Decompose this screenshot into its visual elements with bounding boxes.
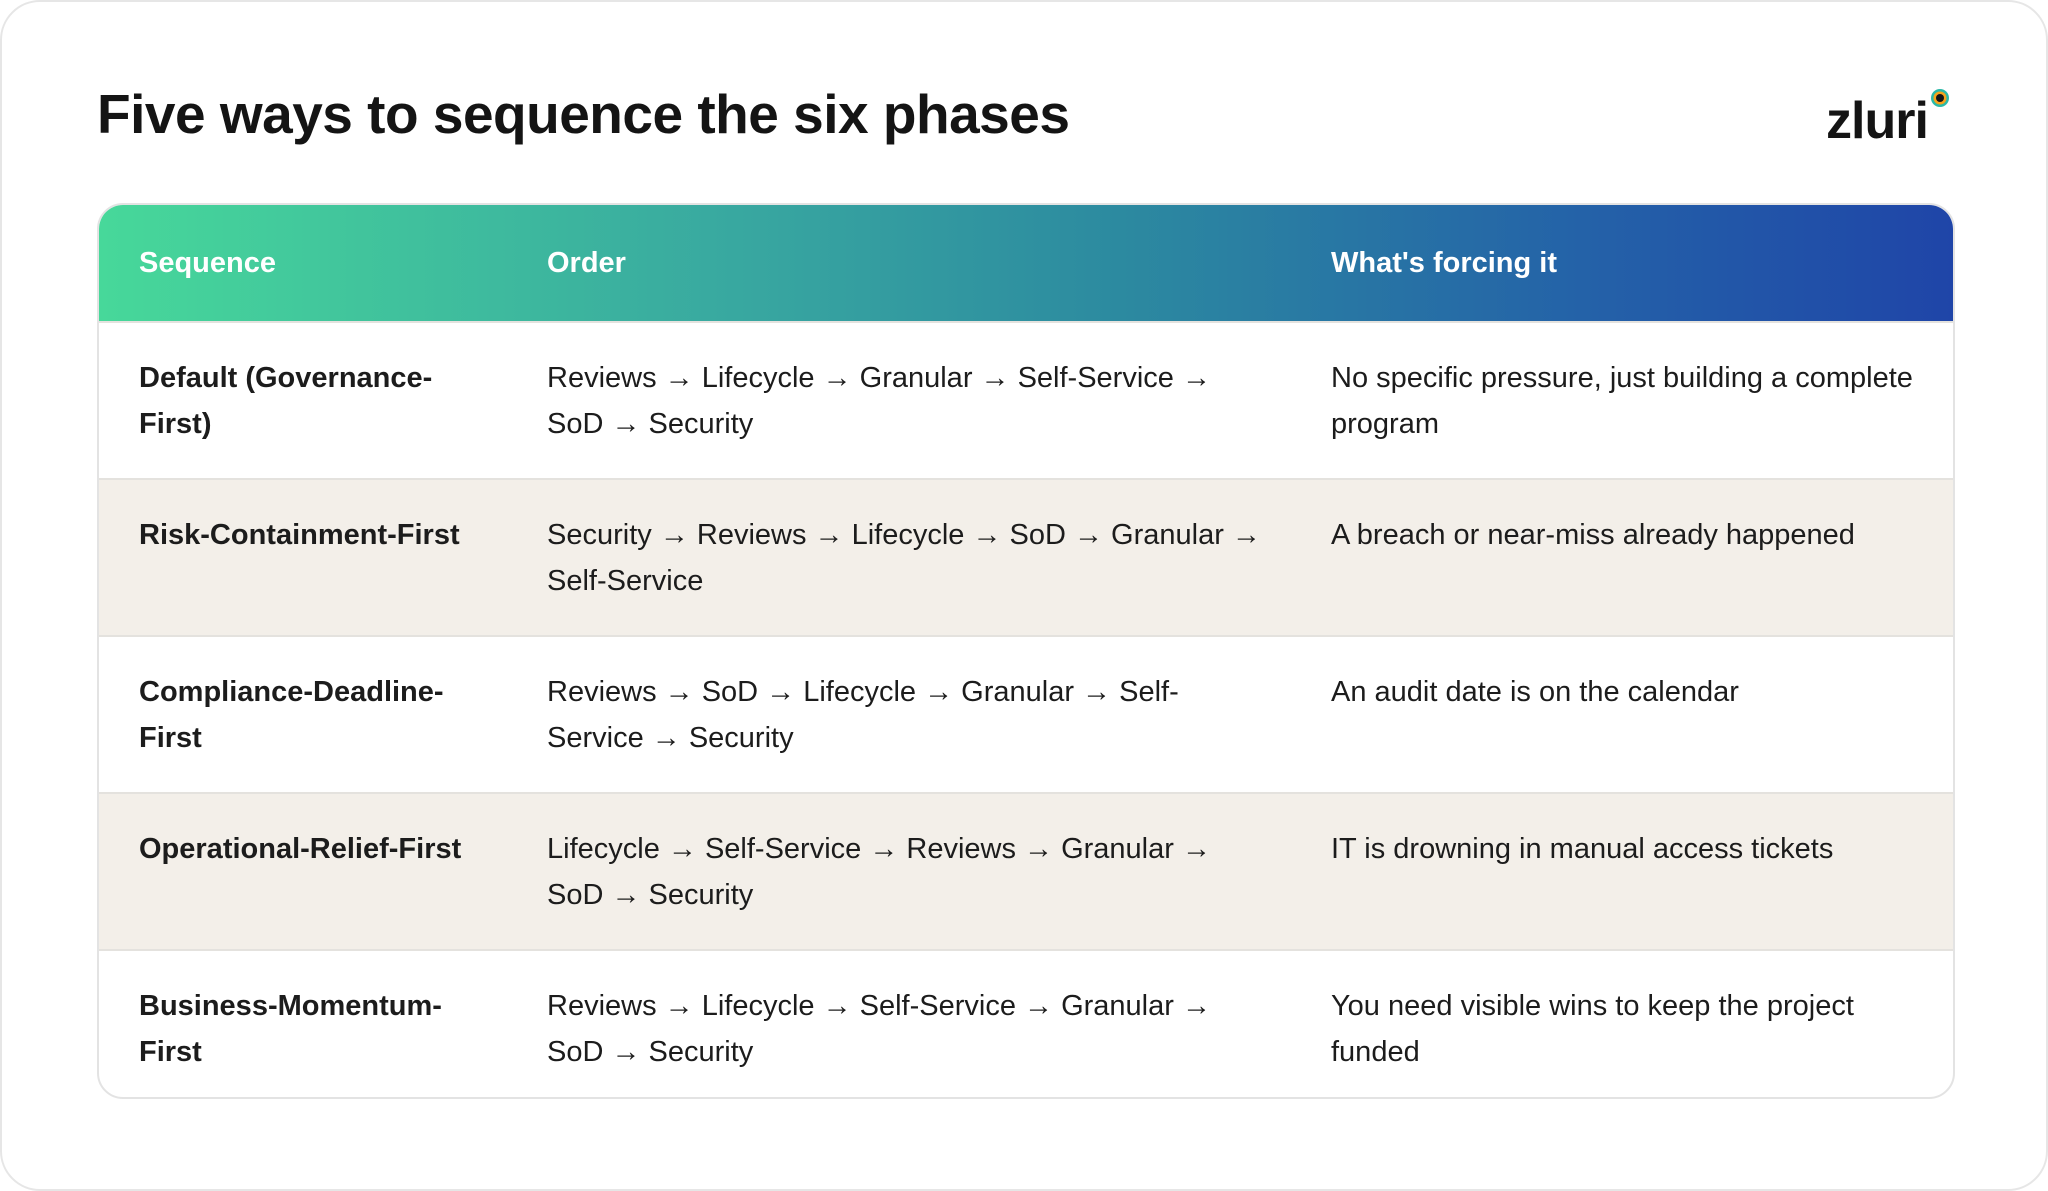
sequence-name: Business-Momentum-First	[139, 990, 442, 1068]
sequence-order: Lifecycle → Self-Service → Reviews → Gra…	[547, 833, 1211, 911]
logo-text: zluri	[1826, 92, 1928, 148]
header-sequence: Sequence	[139, 247, 276, 279]
table-row: Operational-Relief-First Lifecycle → Sel…	[99, 792, 1953, 949]
header-order: Order	[547, 247, 626, 279]
sequence-forcing: No specific pressure, just building a co…	[1331, 362, 1913, 440]
header-forcing: What's forcing it	[1331, 247, 1557, 279]
sequence-name: Compliance-Deadline-First	[139, 676, 444, 754]
table-row: Risk-Containment-First Security → Review…	[99, 478, 1953, 635]
sequence-forcing: A breach or near-miss already happened	[1331, 519, 1855, 551]
sequence-order: Reviews → Lifecycle → Granular → Self-Se…	[547, 362, 1211, 440]
sequence-forcing: IT is drowning in manual access tickets	[1331, 833, 1834, 865]
sequence-order: Reviews → SoD → Lifecycle → Granular → S…	[547, 676, 1179, 754]
zluri-logo: zluri	[1826, 89, 1949, 148]
sequence-name: Risk-Containment-First	[139, 519, 460, 551]
table-header: Sequence Order What's forcing it	[99, 205, 1953, 321]
table-row: Compliance-Deadline-First Reviews → SoD …	[99, 635, 1953, 792]
sequence-forcing: You need visible wins to keep the projec…	[1331, 990, 1854, 1068]
sequence-order: Security → Reviews → Lifecycle → SoD → G…	[547, 519, 1261, 597]
sequence-name: Default (Governance-First)	[139, 362, 433, 440]
sequence-forcing: An audit date is on the calendar	[1331, 676, 1739, 708]
page-title: Five ways to sequence the six phases	[97, 83, 1070, 145]
sequence-name: Operational-Relief-First	[139, 833, 462, 865]
sequence-order: Reviews → Lifecycle → Self-Service → Gra…	[547, 990, 1211, 1068]
table-row: Business-Momentum-First Reviews → Lifecy…	[99, 949, 1953, 1097]
sequence-table: Sequence Order What's forcing it Default…	[97, 203, 1955, 1099]
table-row: Default (Governance-First) Reviews → Lif…	[99, 321, 1953, 478]
